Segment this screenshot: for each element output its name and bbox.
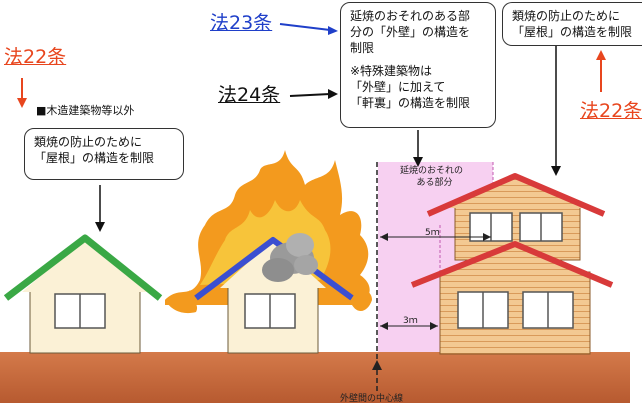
non-wood-note: ■木造建築物等以外 xyxy=(36,104,135,117)
bubble-line: 「外壁」に加えて xyxy=(350,79,446,94)
centerline-label: 外壁間の中心線 xyxy=(340,394,404,404)
law-22-left-label: 法22条 xyxy=(4,46,67,68)
roof-left-bubble: 類焼の防止のために 「屋根」の構造を制限 xyxy=(24,128,184,180)
fire-regulation-diagram xyxy=(0,23,630,403)
left-house xyxy=(3,234,163,354)
dim-3m-label: 3ｍ xyxy=(403,316,418,326)
arrow-law24 xyxy=(289,93,331,97)
bubble-line: 「屋根」の構造を制限 xyxy=(34,151,155,166)
law-24-label: 法24条 xyxy=(218,84,281,106)
bubble-line: 「軒裏」の構造を制限 xyxy=(350,95,471,110)
fire-zone-label-line-2: ある部分 xyxy=(416,177,453,188)
fire-zone-label-line-1: 延焼のおそれの xyxy=(400,166,464,176)
burning-house xyxy=(165,150,372,354)
bubble-line: 類焼の防止のために xyxy=(34,135,143,149)
law-22-right-label: 法22条 xyxy=(580,100,642,122)
bubble-line: 分の「外壁」の構造を xyxy=(350,25,471,40)
bubble-line: ※特殊建築物は xyxy=(350,63,433,78)
roof-right-bubble: 類焼の防止のために 「屋根」の構造を制限 xyxy=(502,2,642,46)
bubble-line: 制限 xyxy=(350,41,375,56)
wall-center-bubble: 延焼のおそれのある部 分の「外壁」の構造を 制限 ※特殊建築物は 「外壁」に加え… xyxy=(340,2,496,128)
fire-zone-label: 延焼のおそれの ある部分 xyxy=(400,166,463,189)
bubble-line: 「屋根」の構造を制限 xyxy=(512,25,633,40)
ground xyxy=(0,352,630,403)
bubble-line: 類焼の防止のために xyxy=(512,9,621,23)
arrow-law23 xyxy=(279,23,331,31)
right-house xyxy=(410,173,614,355)
dim-5m-label: 5ｍ xyxy=(425,228,440,238)
bubble-line: 延焼のおそれのある部 xyxy=(350,9,471,23)
centerline-arrowhead xyxy=(372,360,382,370)
law-23-label: 法23条 xyxy=(210,12,273,34)
